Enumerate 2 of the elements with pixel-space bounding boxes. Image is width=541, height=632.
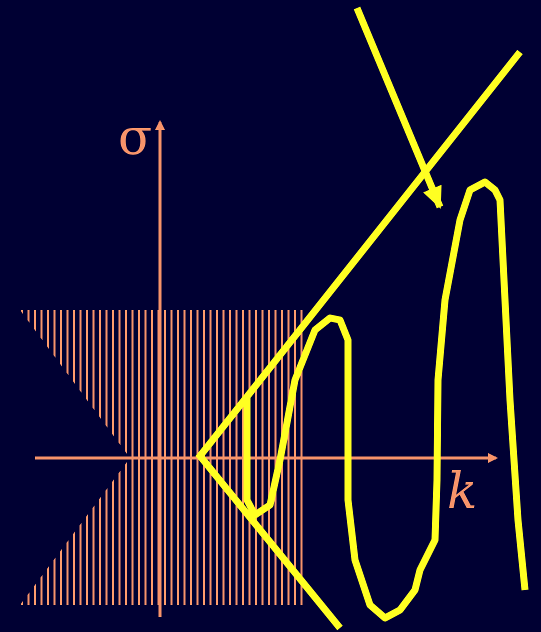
axis-label: k: [447, 466, 478, 516]
axis-label: σ: [118, 112, 152, 162]
